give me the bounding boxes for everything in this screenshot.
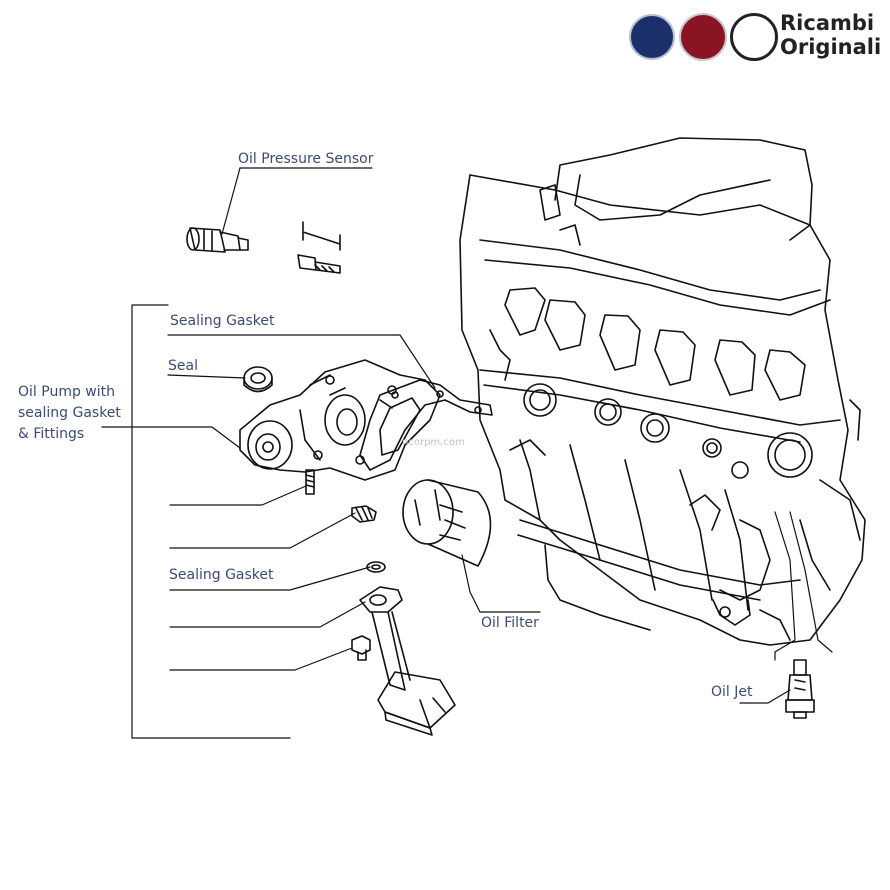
brand-line1: Ricambi <box>780 11 875 35</box>
label-oil-pump-line3: & Fittings <box>18 426 85 442</box>
fiat-logo-icon <box>679 13 727 61</box>
oil-pickup-part <box>359 586 456 736</box>
label-sealing-gasket-top: Sealing Gasket <box>170 313 275 329</box>
engine-block <box>459 137 866 646</box>
oil-filter-part <box>402 479 492 567</box>
leader-lines <box>101 167 833 739</box>
label-oil-pump-line2: sealing Gasket <box>18 405 121 421</box>
label-oil-pressure-sensor: Oil Pressure Sensor <box>238 151 374 167</box>
brand-text: Ricambi Originali <box>780 11 881 59</box>
alfa-romeo-logo-icon <box>730 13 778 61</box>
label-sealing-gasket-bottom: Sealing Gasket <box>169 567 274 583</box>
sensor-adapter-part <box>297 221 341 274</box>
label-oil-filter: Oil Filter <box>481 615 539 631</box>
brand-line2: Originali <box>780 35 882 59</box>
screw-part <box>351 505 377 523</box>
label-seal: Seal <box>168 358 198 374</box>
seal-part <box>243 366 273 393</box>
bolt-part <box>351 635 371 661</box>
watermark: ncorpm.com <box>402 437 465 448</box>
oil-pressure-sensor-part <box>186 227 249 253</box>
pump-gasket-part <box>359 379 493 471</box>
oil-pump-part <box>239 359 441 481</box>
small-gasket-part <box>366 561 386 573</box>
label-oil-jet: Oil Jet <box>711 684 753 700</box>
lancia-logo-icon <box>629 14 675 60</box>
label-oil-pump-line1: Oil Pump with <box>18 384 115 400</box>
oil-jet-part <box>785 659 815 719</box>
stud-part <box>305 469 315 495</box>
